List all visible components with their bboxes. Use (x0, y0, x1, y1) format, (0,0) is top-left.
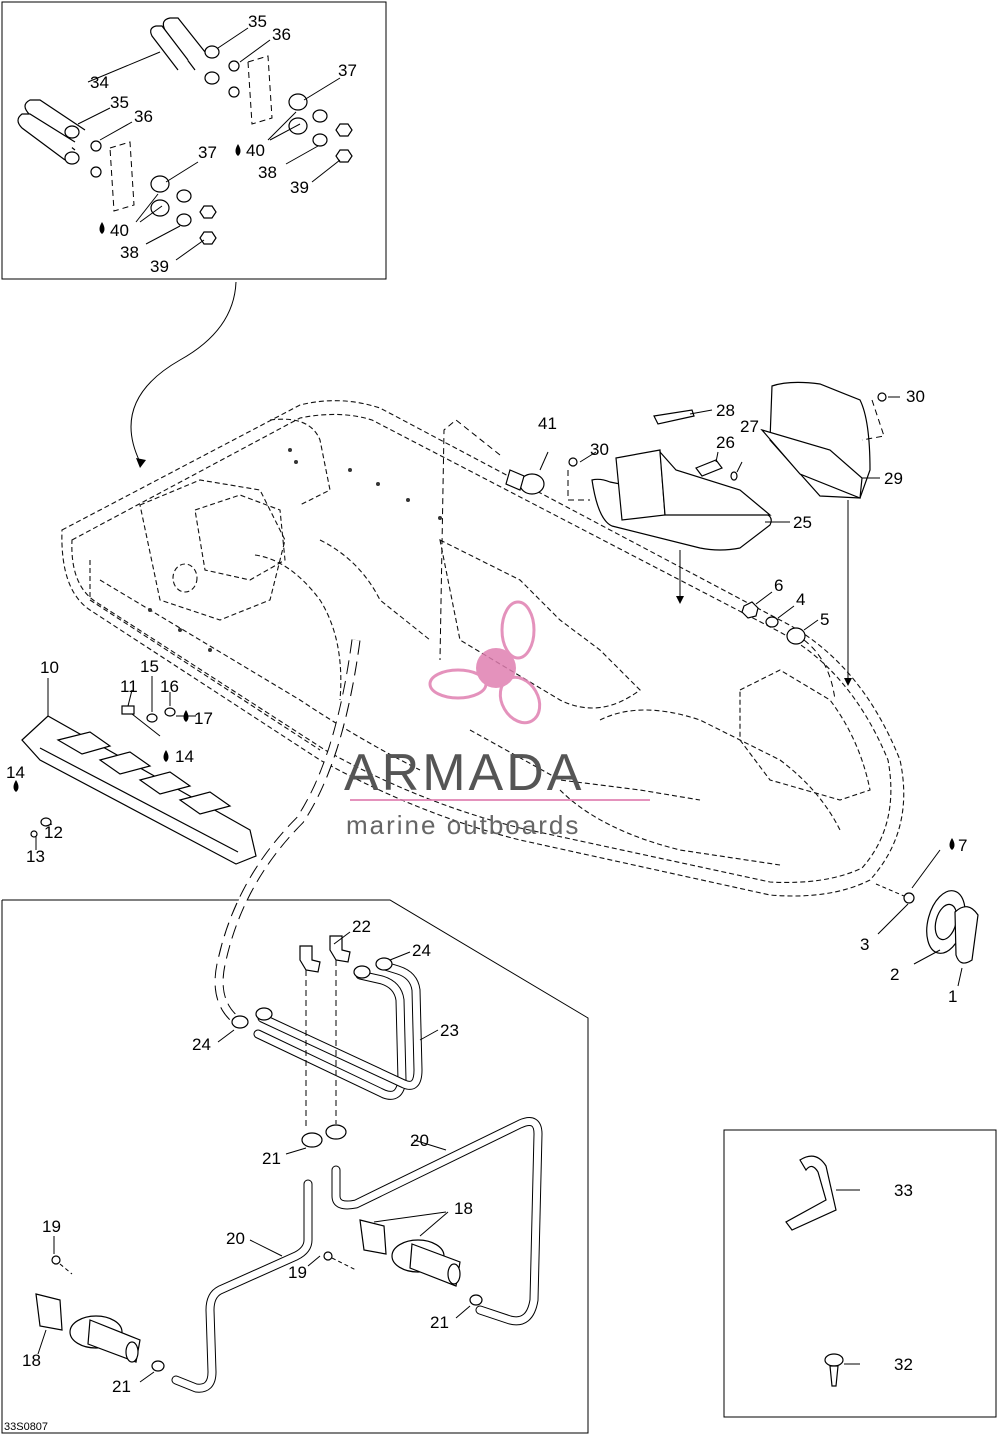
callout-5: 5 (820, 610, 829, 629)
callout-29: 29 (884, 469, 903, 488)
callout-39-bottom: 39 (150, 257, 169, 276)
callout-20-top: 20 (410, 1131, 429, 1150)
callout-labels: 1 2 3 4 5 6 7 10 11 12 13 14 14 15 16 17… (6, 12, 967, 1396)
callout-41: 41 (538, 414, 557, 433)
callout-35-bottom: 35 (110, 93, 129, 112)
callout-37-bottom: 37 (198, 143, 217, 162)
watermark-brand: ARMADA (344, 744, 584, 802)
drain-plug-assembly (875, 838, 979, 987)
callout-6: 6 (774, 576, 783, 595)
callout-23: 23 (440, 1021, 459, 1040)
watermark-tagline: marine outboards (346, 810, 580, 840)
callout-3: 3 (860, 935, 869, 954)
callout-38-bottom: 38 (120, 243, 139, 262)
callout-25: 25 (793, 513, 812, 532)
watermark-logo (350, 600, 650, 801)
callout-35-top: 35 (248, 12, 267, 31)
callout-4: 4 (796, 590, 805, 609)
callout-40-bottom: 40 (110, 221, 129, 240)
callout-28: 28 (716, 401, 735, 420)
callout-20-left: 20 (226, 1229, 245, 1248)
callout-36-top: 36 (272, 25, 291, 44)
ride-plate-assembly (13, 676, 257, 865)
callout-14-left: 14 (6, 763, 25, 782)
callout-21-top: 21 (262, 1149, 281, 1168)
callout-38-top: 38 (258, 163, 277, 182)
callout-12: 12 (44, 823, 63, 842)
callout-18-left: 18 (22, 1351, 41, 1370)
callout-33: 33 (894, 1181, 913, 1200)
callout-30-right: 30 (906, 387, 925, 406)
callout-37-top: 37 (338, 61, 357, 80)
drawing-code: 33S0807 (4, 1421, 48, 1433)
callout-24-left: 24 (192, 1035, 211, 1054)
drain-washer-set (741, 591, 836, 701)
grab-handle-inset (1, 1, 387, 280)
callout-36-bottom: 36 (134, 107, 153, 126)
callout-22: 22 (352, 917, 371, 936)
callout-15: 15 (140, 657, 159, 676)
storage-bin-parts (439, 381, 900, 686)
callout-10: 10 (40, 658, 59, 677)
callout-14-right: 14 (175, 747, 194, 766)
callout-32: 32 (894, 1355, 913, 1374)
callout-16: 16 (160, 677, 179, 696)
callout-1: 1 (948, 987, 957, 1006)
callout-39-top: 39 (290, 178, 309, 197)
callout-27: 27 (740, 417, 759, 436)
bilge-system-inset (1, 639, 589, 1434)
callout-19-right: 19 (288, 1263, 307, 1282)
callout-2: 2 (890, 965, 899, 984)
callout-26: 26 (716, 433, 735, 452)
callout-30-left: 30 (590, 440, 609, 459)
callout-7: 7 (958, 836, 967, 855)
fastener-inset (723, 1129, 997, 1418)
callout-24-right: 24 (412, 941, 431, 960)
callout-13: 13 (26, 847, 45, 866)
callout-11: 11 (120, 677, 138, 696)
callout-18-right: 18 (454, 1199, 473, 1218)
callout-17: 17 (194, 709, 213, 728)
callout-34: 34 (90, 73, 109, 92)
callout-19-left: 19 (42, 1217, 61, 1236)
callout-40-top: 40 (246, 141, 265, 160)
callout-21-right: 21 (430, 1313, 449, 1332)
inset-arrow (130, 281, 237, 463)
callout-21-bottom: 21 (112, 1377, 131, 1396)
